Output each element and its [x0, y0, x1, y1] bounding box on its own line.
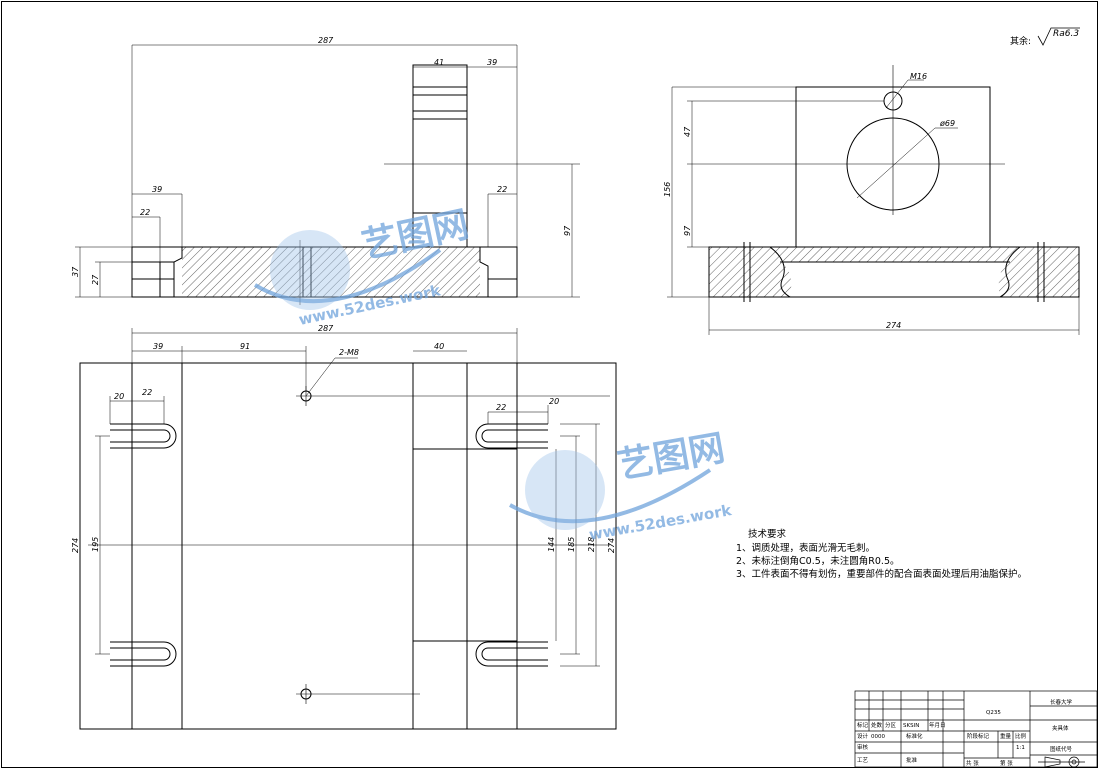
- roughness-note: 其余: Ra6.3: [1010, 27, 1080, 47]
- tb-weight: 重量: [1000, 732, 1012, 740]
- watermark-2: 艺图网 www.52des.work: [509, 428, 734, 544]
- tb-ratio: 比例: [1015, 732, 1027, 740]
- dim-plan-91: 91: [240, 342, 250, 351]
- tb-process: 工艺: [857, 757, 869, 764]
- title-block-text: Q235 长春大学 夹具体 图纸代号 阶段标记 重量 比例 1:1 标记 处数 …: [857, 698, 1073, 767]
- dim-plan-22l: 22: [142, 388, 152, 397]
- tb-part-name: 夹具体: [1052, 724, 1069, 732]
- dim-top-22l: 22: [140, 208, 150, 217]
- dim-plan-40: 40: [434, 342, 444, 351]
- dim-side-156: 156: [663, 182, 672, 197]
- tech-item-3: 3、工件表面不得有划伤，重要部件的配合面表面处理后用油脂保护。: [736, 568, 1027, 580]
- dim-top-97: 97: [563, 225, 572, 236]
- plan-view-dimensions: [79, 328, 617, 729]
- dim-top-37: 37: [71, 266, 80, 277]
- tb-design: 设计: [857, 732, 869, 740]
- dim-top-41: 41: [434, 58, 444, 67]
- dim-side-97: 97: [683, 225, 692, 236]
- tb-stage: 阶段标记: [967, 732, 990, 740]
- dim-top-22r: 22: [497, 185, 507, 194]
- svg-text:Ra6.3: Ra6.3: [1053, 29, 1079, 39]
- m16-label: M16: [910, 72, 927, 81]
- tb-sheet-no: 第 张: [1000, 759, 1013, 767]
- dim-plan-39: 39: [153, 342, 163, 351]
- tb-zone: 分区: [885, 721, 897, 729]
- tb-author: SKSIN: [903, 723, 919, 729]
- front-view: [131, 64, 580, 305]
- tech-item-1: 1、调质处理，表面光滑无毛刺。: [736, 542, 875, 554]
- tb-count: 处数: [871, 721, 883, 729]
- dim-side-47: 47: [683, 126, 692, 137]
- svg-text:技术要求: 技术要求: [748, 528, 787, 540]
- front-view-dimensions: [75, 44, 580, 298]
- title-block: [854, 690, 1098, 768]
- tb-drawing-no: 图纸代号: [1050, 745, 1073, 753]
- dim-plan-20r: 20: [549, 397, 559, 406]
- phi69-label: ø69: [939, 119, 955, 128]
- tb-approve: 批准: [906, 756, 918, 764]
- dim-plan-22r: 22: [496, 403, 506, 412]
- tb-check: 审核: [857, 743, 869, 751]
- tb-date: 年月日: [929, 721, 946, 729]
- dim-side-274: 274: [886, 321, 901, 330]
- tb-scale: 1:1: [1016, 745, 1025, 751]
- svg-text:其余:: 其余:: [1010, 35, 1031, 47]
- tb-material: Q235: [986, 710, 1001, 716]
- dim-top-39l: 39: [152, 185, 162, 194]
- dim-top-39r: 39: [487, 58, 497, 67]
- dim-top-287: 287: [318, 36, 334, 45]
- side-view: [708, 65, 1080, 302]
- two-m8-label: 2-M8: [339, 348, 359, 357]
- dim-plan-218: 218: [587, 537, 596, 552]
- dim-plan-144: 144: [547, 537, 556, 552]
- svg-text:艺图网: 艺图网: [614, 428, 727, 487]
- svg-text:www.52des.work: www.52des.work: [588, 501, 734, 544]
- tb-standard: 标准化: [906, 732, 923, 740]
- tb-school: 长春大学: [1050, 698, 1073, 706]
- tech-requirements: 技术要求 1、调质处理，表面光滑无毛刺。 2、未标注倒角C0.5，未注圆角R0.…: [736, 528, 1027, 580]
- dim-plan-274r: 274: [607, 538, 616, 553]
- tb-design-val: 0000: [871, 734, 885, 740]
- tech-item-2: 2、未标注倒角C0.5，未注圆角R0.5。: [736, 555, 900, 567]
- tb-sheet-total: 共 张: [966, 759, 979, 767]
- dim-plan-20l: 20: [114, 392, 124, 401]
- side-view-dimensions: [667, 79, 1080, 335]
- projection-symbol: [1038, 756, 1085, 768]
- tb-revise: 标记: [857, 721, 869, 729]
- dim-plan-185: 185: [567, 537, 576, 552]
- dim-plan-195: 195: [91, 537, 100, 552]
- dim-plan-274l: 274: [71, 538, 80, 553]
- dim-plan-287: 287: [318, 324, 334, 333]
- plan-view: [79, 362, 617, 730]
- dim-top-27: 27: [91, 274, 100, 285]
